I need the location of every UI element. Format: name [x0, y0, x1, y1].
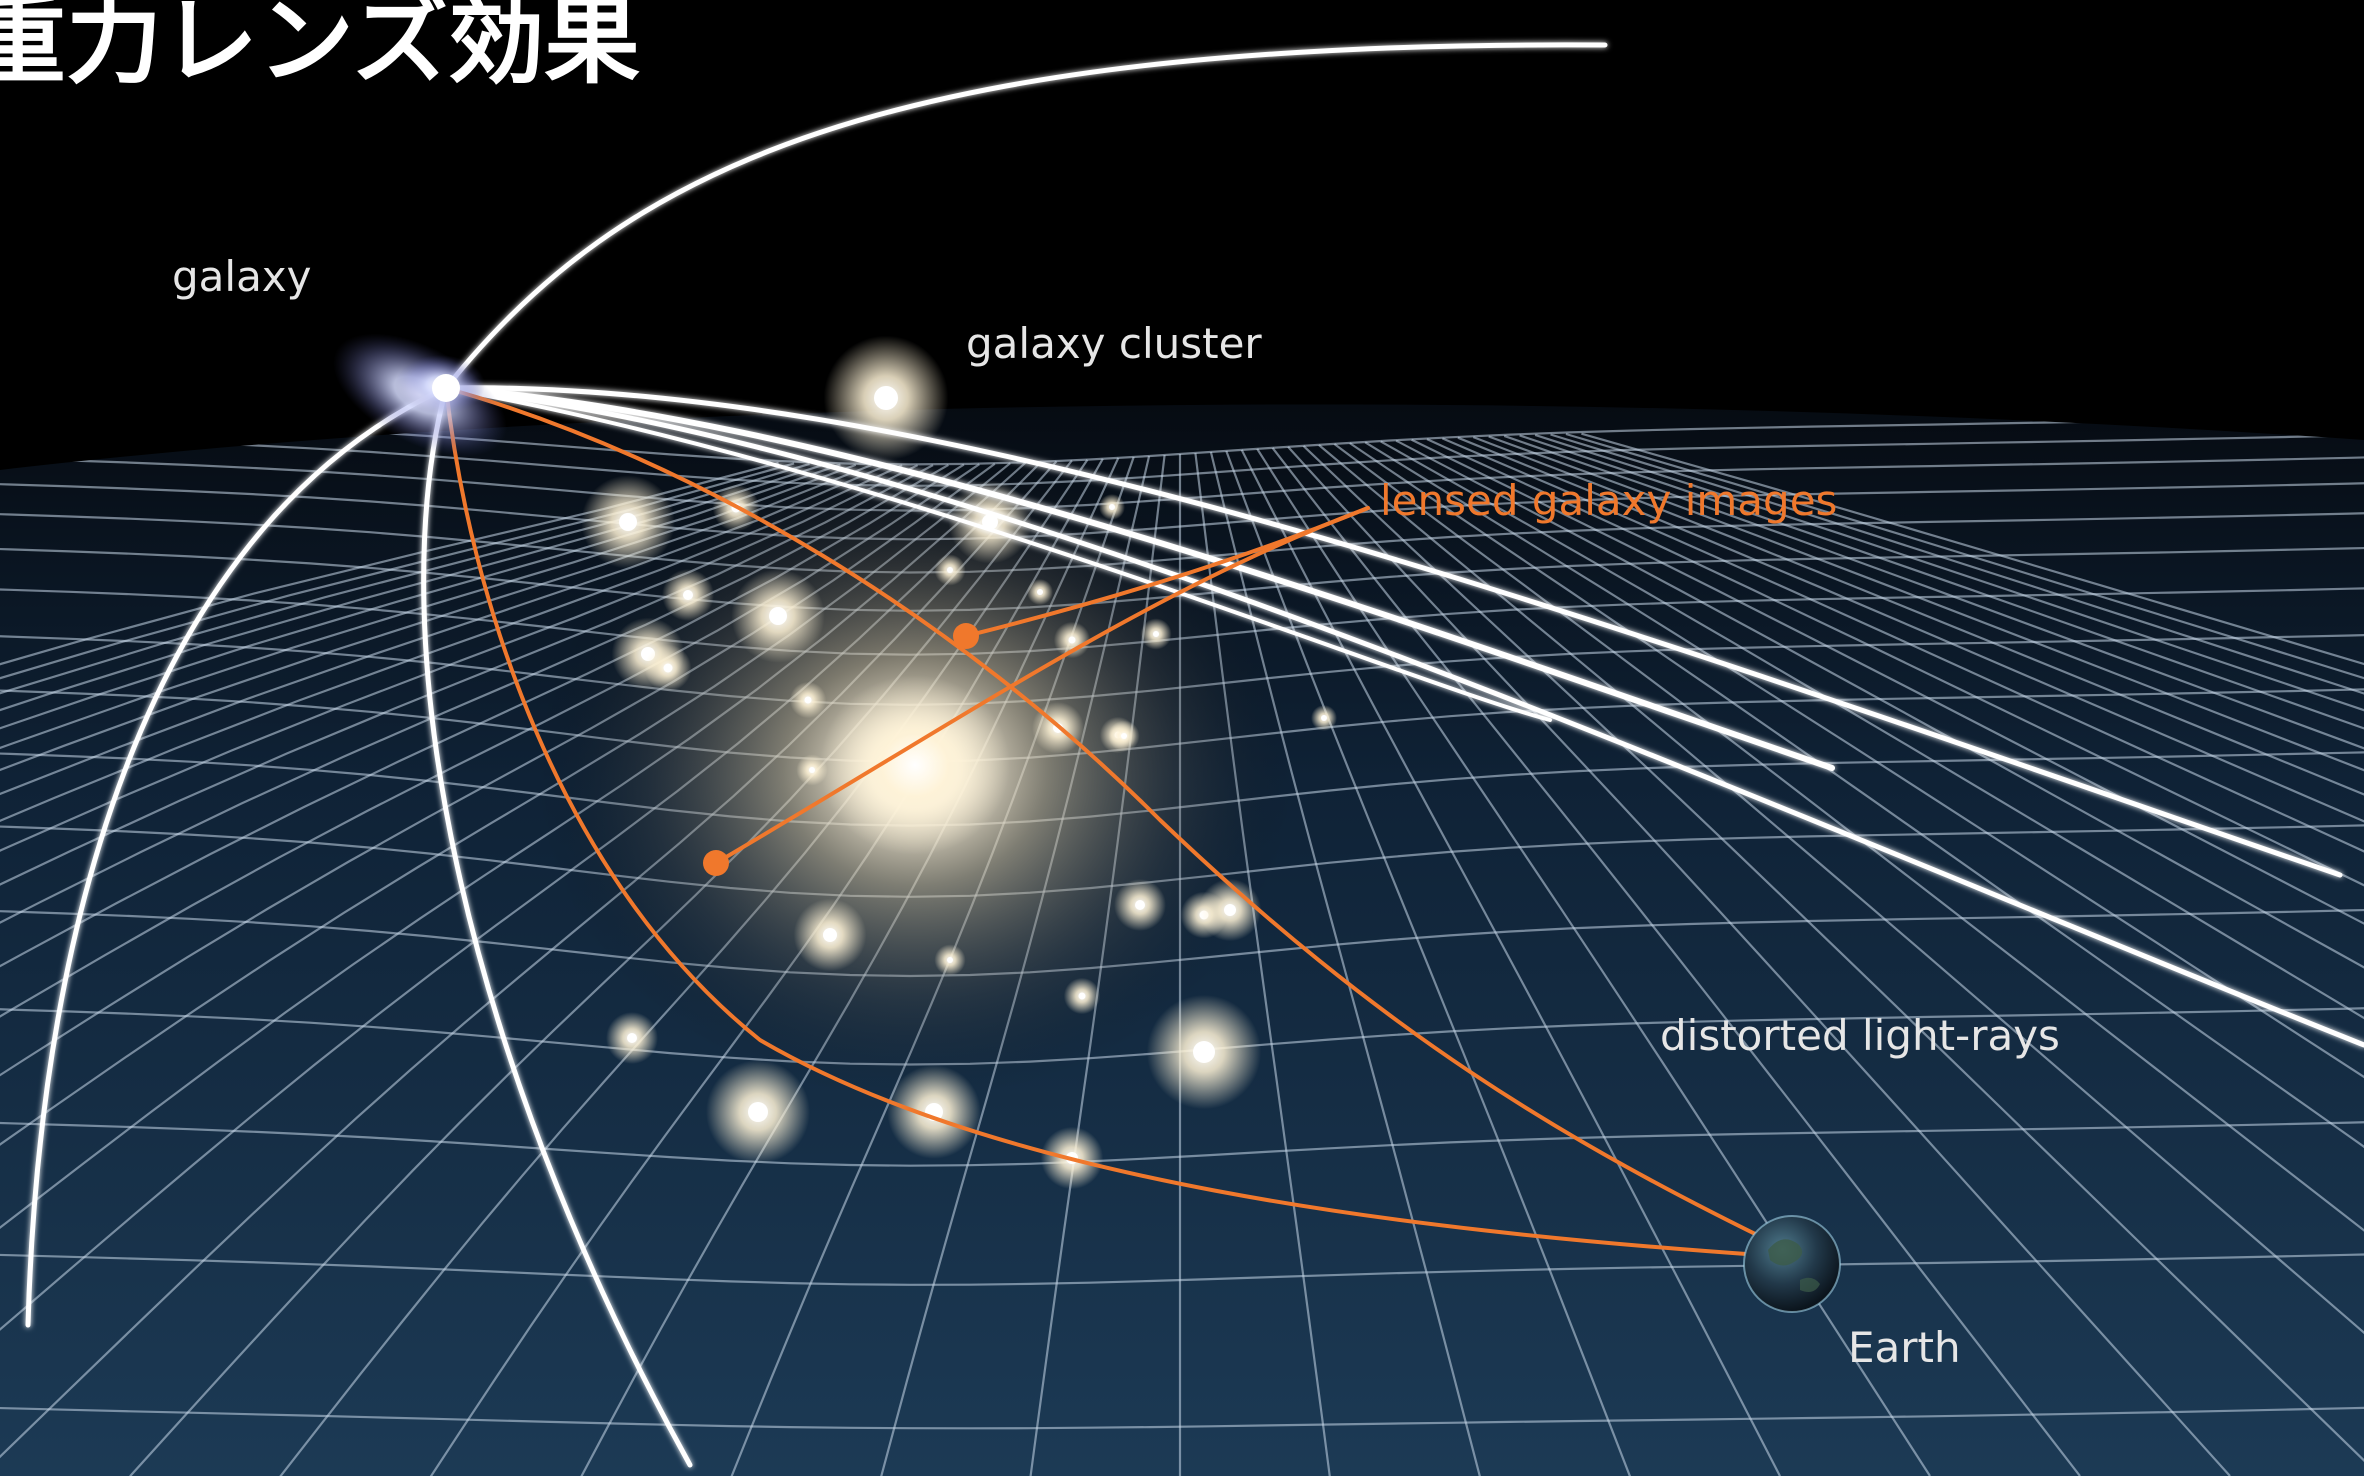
- lensed-image-marker-lower: [703, 850, 729, 876]
- grid-line: [0, 1252, 2364, 1286]
- grid-line: [1349, 442, 2364, 1476]
- cluster-galaxy: [947, 957, 953, 963]
- cluster-galaxy: [1135, 900, 1145, 910]
- grid-line: [1534, 433, 2364, 1476]
- grid-line: [1472, 436, 2364, 1476]
- light-ray: [444, 386, 1552, 722]
- light-ray: [443, 385, 1835, 771]
- cluster-galaxy: [1109, 504, 1115, 510]
- grid-line: [0, 463, 826, 1476]
- grid-line: [0, 463, 857, 1476]
- light-ray: [443, 42, 1608, 391]
- grid-line: [0, 1120, 2364, 1167]
- grid-line: [0, 463, 841, 1476]
- grid-line: [1380, 440, 2364, 1476]
- cluster-galaxy: [1121, 733, 1127, 739]
- grid-line: [0, 461, 779, 1476]
- cluster-galaxy: [1153, 631, 1159, 637]
- cluster-galaxies: [581, 335, 1337, 1190]
- cluster-galaxy: [947, 567, 953, 573]
- cluster-galaxy: [1037, 589, 1043, 595]
- grid-line: [1302, 445, 2364, 1476]
- grid-line: [0, 481, 2364, 541]
- cluster-galaxy: [1193, 1041, 1215, 1063]
- cluster-galaxy: [804, 696, 812, 704]
- lensed-light-path: [444, 386, 1762, 1257]
- cluster-galaxy: [683, 590, 693, 600]
- source-galaxy: [333, 333, 507, 457]
- grid-line: [1565, 432, 2364, 1476]
- earth: [1743, 1215, 1841, 1313]
- label-lensed-galaxy-images: lensed galaxy images: [1380, 476, 1837, 525]
- grid-line: [0, 464, 888, 1476]
- label-galaxy-cluster: galaxy cluster: [966, 319, 1262, 368]
- cluster-galaxy: [619, 513, 637, 531]
- cluster-galaxy: [809, 767, 815, 773]
- grid-line: [1240, 449, 1781, 1476]
- galaxy-cluster-core: [820, 675, 1010, 855]
- cluster-galaxy: [663, 663, 673, 673]
- grid-line: [1581, 432, 2364, 1476]
- diagram-title: 重力レンズ効果: [0, 0, 640, 97]
- label-galaxy: galaxy: [172, 252, 312, 301]
- cluster-galaxy: [1068, 636, 1076, 644]
- light-rays: [25, 42, 2364, 1468]
- grid-line: [0, 462, 795, 1476]
- grid-line: [1287, 446, 2231, 1476]
- grid-line: [0, 433, 2364, 487]
- cluster-galaxy: [769, 607, 787, 625]
- label-distorted-light-rays: distorted light-rays: [1660, 1011, 2060, 1060]
- cluster-galaxy: [748, 1102, 768, 1122]
- cluster-galaxy: [874, 386, 898, 410]
- cluster-galaxy: [1321, 715, 1327, 721]
- cluster-galaxy: [823, 928, 837, 942]
- grid-line: [1411, 438, 2364, 1476]
- grid-line: [1364, 441, 2364, 1476]
- grid-line: [0, 464, 919, 1476]
- grid-line: [1519, 434, 2364, 1476]
- lensed-light-path: [714, 506, 1370, 865]
- cluster-galaxy: [1078, 992, 1086, 1000]
- light-ray: [421, 385, 693, 1468]
- grid-line: [1503, 434, 2364, 1476]
- grid-line: [0, 1405, 2364, 1430]
- grid-line: [1225, 450, 1632, 1476]
- grid-line: [1395, 439, 2364, 1476]
- grid-line: [0, 462, 810, 1476]
- grid-line: [1488, 435, 2364, 1476]
- label-earth: Earth: [1848, 1323, 1961, 1372]
- grid-line: [1441, 437, 2364, 1476]
- lensed-light-path: [444, 386, 1794, 1254]
- lensed-image-marker-upper: [953, 623, 979, 649]
- light-ray: [25, 385, 449, 1328]
- lensed-paths: [444, 386, 1794, 1257]
- grid-line: [1550, 433, 2364, 1476]
- light-ray: [443, 385, 2364, 1048]
- cluster-galaxy: [1224, 904, 1236, 916]
- grid-line: [1426, 438, 2364, 1476]
- grid-line: [1457, 436, 2364, 1476]
- cluster-galaxy: [982, 514, 998, 530]
- cluster-galaxy: [627, 1033, 637, 1043]
- grid-line: [1318, 444, 2364, 1476]
